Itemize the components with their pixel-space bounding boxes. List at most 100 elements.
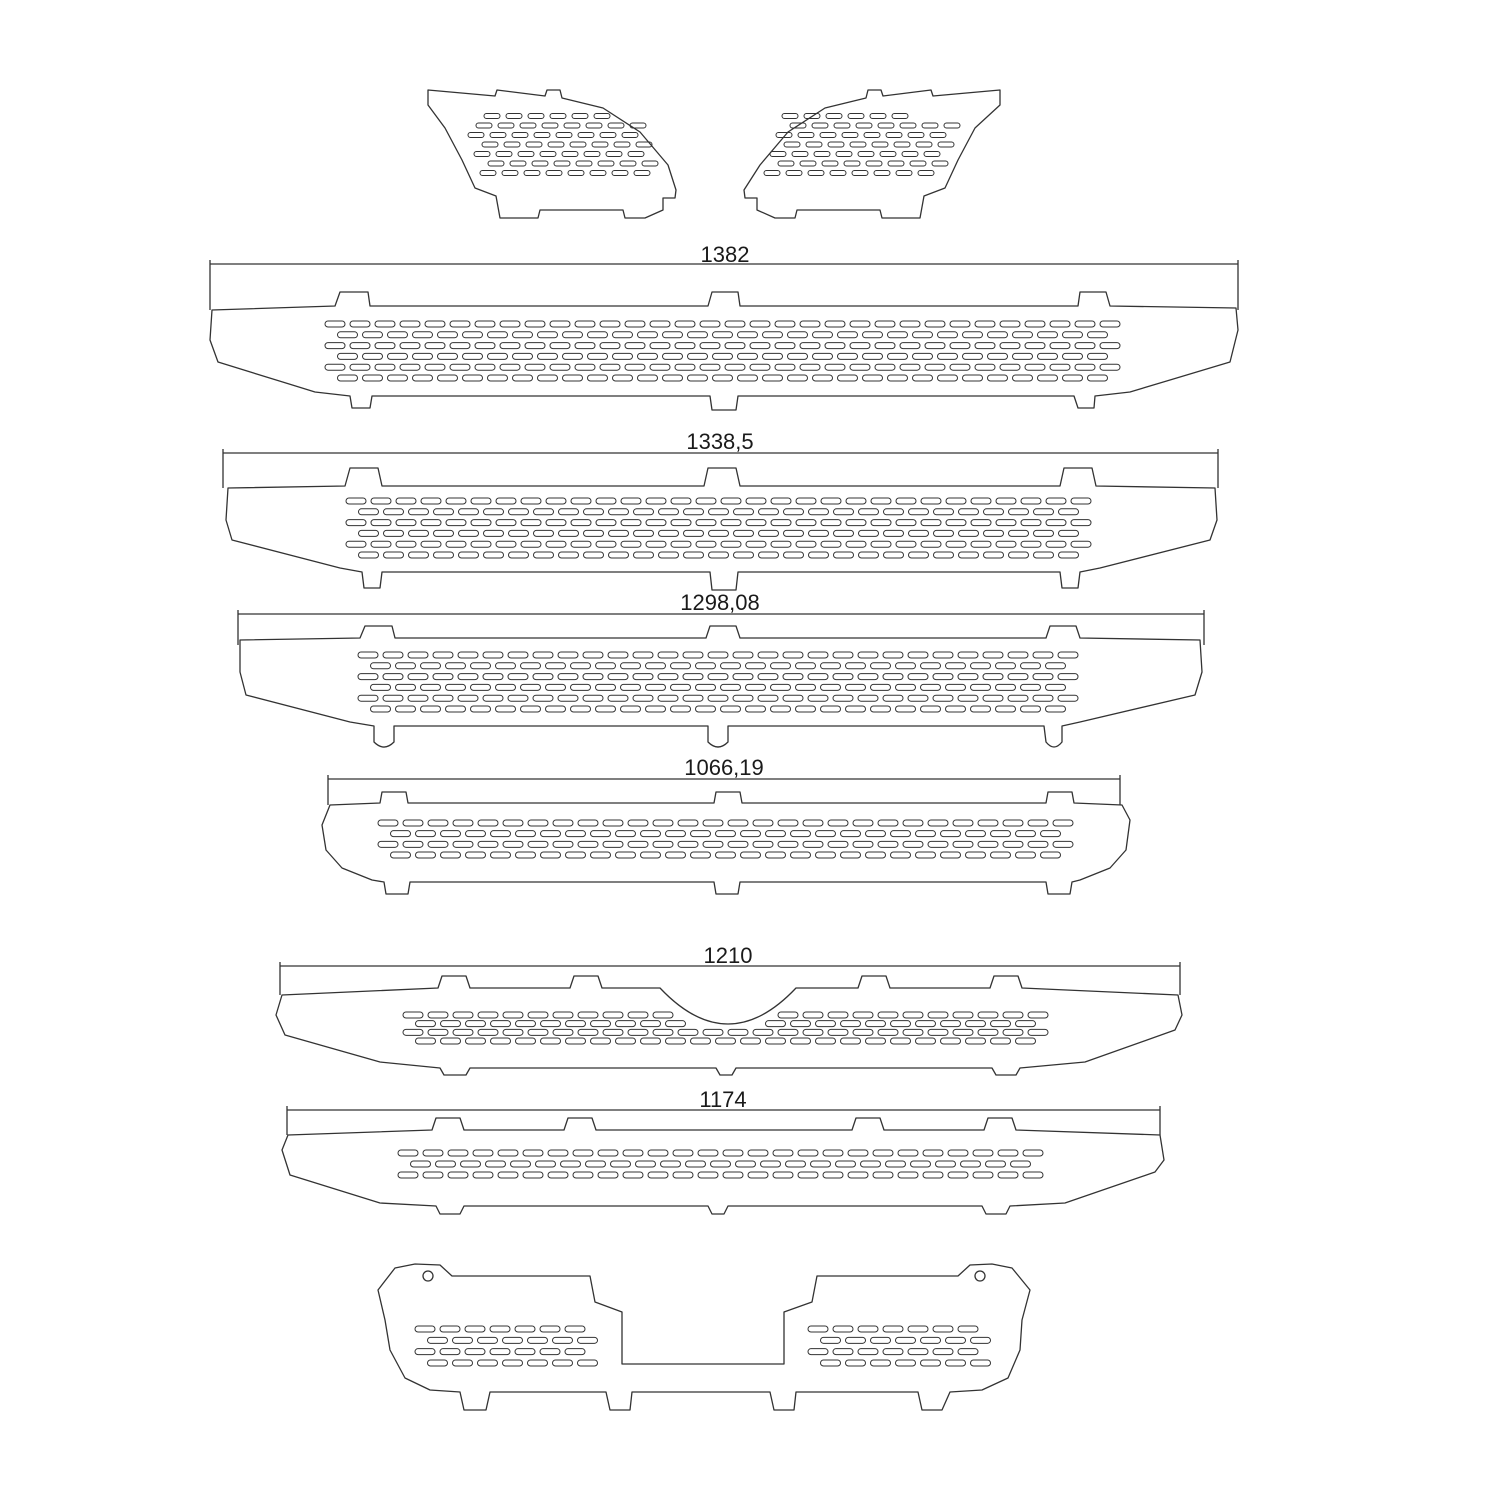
perforation-slot bbox=[907, 132, 925, 138]
perforation-slot bbox=[1002, 1028, 1024, 1036]
perforation-slot bbox=[395, 662, 416, 670]
perforation-slot bbox=[387, 331, 408, 339]
perforation-slot bbox=[445, 519, 467, 527]
perforation-slot bbox=[970, 497, 992, 505]
perforation-slot bbox=[795, 683, 816, 691]
perforation-slot bbox=[475, 122, 493, 129]
perforation-slot bbox=[464, 1325, 486, 1333]
perforation-slot bbox=[390, 830, 411, 838]
perforation-slot bbox=[1015, 851, 1036, 859]
perforation-slot bbox=[597, 1149, 619, 1157]
perforation-slot bbox=[927, 819, 949, 827]
perforation-slot bbox=[835, 151, 853, 157]
perforation-slot bbox=[837, 352, 858, 360]
perforation-slot bbox=[982, 651, 1004, 659]
perforation-slot bbox=[637, 374, 658, 382]
perforation-slot bbox=[541, 122, 559, 129]
perforation-slot bbox=[593, 113, 611, 119]
perforation-slot bbox=[708, 508, 729, 516]
perforation-slot bbox=[599, 320, 621, 328]
perforation-slot bbox=[377, 819, 399, 827]
perforation-slot bbox=[827, 1028, 849, 1036]
perforation-slot bbox=[895, 497, 917, 505]
perforation-slot bbox=[665, 851, 686, 859]
perforation-slot bbox=[877, 840, 899, 848]
perforation-slot bbox=[832, 1348, 854, 1356]
dimension-label: 1066,19 bbox=[684, 755, 764, 780]
perforation-slot bbox=[812, 331, 833, 339]
perforation-slot bbox=[707, 651, 729, 659]
perforation-slot bbox=[695, 497, 717, 505]
grille-1298-08: 1298,08 bbox=[237, 590, 1205, 748]
perforation-slot bbox=[458, 551, 479, 559]
perforation-slot bbox=[640, 1020, 661, 1028]
perforation-slot bbox=[915, 1020, 936, 1028]
perforation-slot bbox=[1024, 363, 1046, 371]
perforation-slot bbox=[757, 673, 779, 681]
perforation-slot bbox=[899, 320, 921, 328]
perforation-slot bbox=[640, 851, 661, 859]
perforation-slot bbox=[345, 540, 367, 548]
perforation-slot bbox=[590, 830, 611, 838]
perforation-slot bbox=[483, 529, 504, 537]
perforation-slot bbox=[435, 1160, 456, 1168]
perforation-slot bbox=[627, 1011, 649, 1019]
perforation-slot bbox=[877, 1028, 899, 1036]
perforation-slot bbox=[483, 508, 504, 516]
perforation-slot bbox=[610, 1160, 631, 1168]
perforation-slot bbox=[383, 529, 404, 537]
perforation-slot bbox=[612, 352, 633, 360]
perforation-slot bbox=[862, 331, 883, 339]
perforation-slot bbox=[870, 662, 891, 670]
perforation-slot bbox=[882, 694, 904, 702]
perforation-slot bbox=[662, 374, 683, 382]
perforation-slot bbox=[357, 694, 379, 702]
perforation-slot bbox=[995, 519, 1017, 527]
perforation-slot bbox=[383, 551, 404, 559]
grille-1066-19: 1066,19 bbox=[321, 755, 1131, 895]
perforation-slot bbox=[815, 851, 836, 859]
perforation-slot bbox=[523, 170, 541, 176]
perforation-slot bbox=[1032, 694, 1054, 702]
perforation-slot bbox=[599, 132, 617, 138]
perforation-slot bbox=[472, 1149, 494, 1157]
perforation-slot bbox=[1049, 363, 1071, 371]
perforation-slot bbox=[420, 519, 442, 527]
perforation-slot bbox=[811, 122, 829, 129]
lower-grille bbox=[377, 1263, 1031, 1411]
perforation-slot bbox=[977, 1011, 999, 1019]
perforation-slot bbox=[622, 1149, 644, 1157]
perforation-slot bbox=[1002, 1011, 1024, 1019]
perforation-slot bbox=[632, 673, 654, 681]
perforation-slot bbox=[1010, 1160, 1031, 1168]
perforation-slot bbox=[849, 342, 871, 350]
perforation-slot bbox=[1032, 651, 1054, 659]
perforation-slot bbox=[1062, 352, 1083, 360]
perforation-slot bbox=[432, 651, 454, 659]
perforation-slot bbox=[724, 320, 746, 328]
perforation-slot bbox=[607, 651, 629, 659]
perforation-slot bbox=[533, 529, 554, 537]
perforation-slot bbox=[745, 683, 766, 691]
perforation-slot bbox=[922, 1149, 944, 1157]
perforation-slot bbox=[620, 497, 642, 505]
perforation-slot bbox=[893, 141, 911, 148]
perforation-slot bbox=[507, 651, 529, 659]
perforation-slot bbox=[519, 122, 537, 129]
perforation-slot bbox=[658, 508, 679, 516]
perforation-slot bbox=[490, 1037, 511, 1045]
perforation-slot bbox=[774, 320, 796, 328]
perforation-slot bbox=[482, 694, 504, 702]
perforation-slot bbox=[789, 122, 807, 129]
perforation-slot bbox=[652, 1028, 674, 1036]
perforation-slot bbox=[962, 374, 983, 382]
perforation-slot bbox=[932, 1325, 954, 1333]
perforation-slot bbox=[790, 1037, 811, 1045]
perforation-slot bbox=[740, 851, 761, 859]
perforation-slot bbox=[490, 830, 511, 838]
perforation-slot bbox=[762, 331, 783, 339]
perforation-slot bbox=[587, 352, 608, 360]
perforation-slot bbox=[1040, 851, 1061, 859]
perforation-slot bbox=[727, 819, 749, 827]
perforation-slot bbox=[827, 819, 849, 827]
